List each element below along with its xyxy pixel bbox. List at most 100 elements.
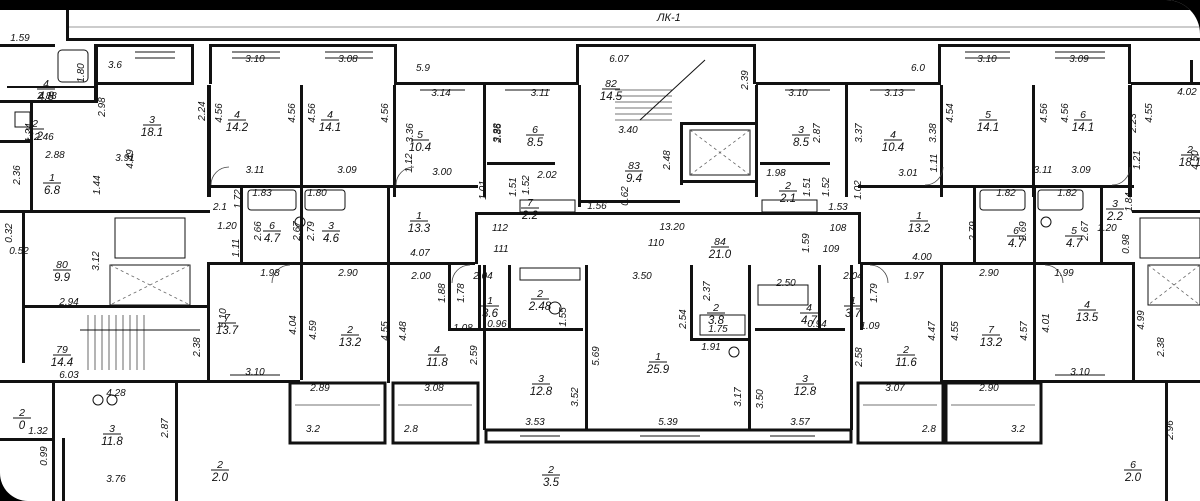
dimension-label: 3.17 [733, 387, 744, 407]
dimension-label: 2.88 [36, 91, 57, 102]
dimension-label: 3.53 [525, 417, 545, 428]
room-area: 13.2 [908, 223, 931, 235]
room-area: 4.7 [1066, 238, 1083, 250]
dimension-label: 3.91 [115, 153, 134, 164]
room-number: 4 [890, 129, 896, 141]
room-number: 2 [902, 344, 909, 356]
dimension-label: 1.20 [1097, 223, 1117, 234]
dimension-label: 4.56 [307, 103, 318, 123]
dimension-label: 3.36 [405, 123, 416, 143]
dimension-label: 1.55 [558, 307, 569, 327]
dimension-label: 2.50 [775, 278, 796, 289]
dimension-label: 0.94 [807, 319, 827, 330]
dimension-label: 3.13 [884, 88, 904, 99]
dimension-label: 4.59 [308, 320, 319, 340]
room-area: 6.8 [44, 185, 61, 197]
dimension-label: 2.67 [292, 221, 303, 242]
dimension-label: 1.53 [828, 202, 848, 213]
room-number: 1 [916, 210, 922, 222]
dimension-label: 4.01 [1041, 313, 1052, 332]
room-area: 14.2 [226, 122, 249, 134]
dimension-label: 1.24 [24, 123, 35, 143]
dimension-label: 2.54 [678, 309, 689, 330]
dimension-label: 3.01 [898, 168, 917, 179]
room-number: 4 [1084, 299, 1090, 311]
dimension-label: 3.10 [977, 54, 997, 65]
stair-left [80, 315, 200, 370]
dimension-label: 1.02 [853, 180, 864, 200]
dimension-label: 0.62 [620, 186, 631, 206]
dimension-label: 1.59 [10, 33, 30, 44]
elevator-left [109, 217, 191, 306]
dimension-label: 3.38 [928, 123, 939, 143]
exterior-walls [0, 10, 1200, 103]
dimension-label: 6.07 [609, 54, 629, 65]
dimension-label: 3.14 [431, 88, 451, 99]
dimension-label: 3.08 [338, 54, 358, 65]
dimension-label: 2.67 [1080, 221, 1091, 242]
room-number: 79 [56, 344, 68, 356]
room-number: 6 [1080, 109, 1086, 121]
room-area: 4.8 [38, 91, 55, 103]
room-area: 10.4 [409, 142, 431, 154]
dimension-label: 1.52 [821, 177, 832, 197]
dimension-label: 2.87 [160, 418, 171, 439]
dimension-label: 4.07 [410, 248, 430, 259]
dimension-label: 2.79 [306, 221, 317, 242]
dimension-label: 2.46 [33, 132, 54, 143]
windows [135, 51, 1105, 437]
dimension-label: 1.75 [708, 324, 728, 335]
room-area: 4.7 [801, 315, 818, 327]
room-number: 7 [224, 312, 231, 324]
dimension-label: 13.20 [659, 222, 684, 233]
dimension-label: 1.97 [904, 271, 924, 282]
dimension-label: 3.6 [108, 60, 122, 71]
dimension-label: 1.12 [404, 153, 415, 173]
dimension-label: 3.00 [432, 167, 452, 178]
dimension-label: 2.39 [740, 70, 751, 91]
room-area: 2.2 [521, 210, 539, 222]
room-area: 13.2 [980, 337, 1003, 349]
room-number: 4 [327, 109, 333, 121]
dimension-label: 3.50 [755, 389, 766, 409]
room-number: 3 [1112, 198, 1118, 210]
dimension-label: 3.09 [1069, 54, 1089, 65]
dimension-label: 112 [492, 223, 508, 234]
dimension-label: 1.91 [701, 342, 720, 353]
dimension-label: 3.52 [570, 387, 581, 407]
room-area: 3.7 [845, 308, 862, 320]
room-number: 5 [417, 129, 423, 141]
room-area: 9.9 [54, 272, 71, 284]
room-number: 2 [31, 118, 38, 130]
dimension-label: 4.47 [927, 321, 938, 341]
dimension-label: 4.28 [106, 388, 126, 399]
dimension-label: 1.51 [802, 177, 813, 196]
dimension-label: 108 [830, 223, 847, 234]
dimension-label: 2.87 [812, 123, 823, 144]
dimension-label: 3.38 [492, 123, 503, 143]
room-area: 14.1 [1072, 122, 1094, 134]
dimension-label: 5.10 [218, 308, 229, 328]
dimension-label: 2.96 [1165, 420, 1176, 441]
room-area: 14.1 [319, 122, 341, 134]
dimension-label: 4.56 [214, 103, 225, 123]
dimension-label: 1.72 [233, 189, 244, 209]
dimension-label: 4.56 [380, 103, 391, 123]
dimension-label: 1.80 [76, 63, 87, 83]
room-number: 7 [988, 324, 995, 336]
dimension-label: 1.82 [996, 188, 1016, 199]
dimension-label: 1.78 [456, 283, 467, 303]
dimension-label: 6.0 [911, 63, 925, 74]
room-number: 1 [416, 210, 422, 222]
room-number: 6 [532, 124, 538, 136]
dimension-label: 4.00 [912, 252, 932, 263]
room-area: 8.5 [527, 137, 544, 149]
dimension-label: 3.37 [854, 123, 865, 143]
room-area: 13.3 [408, 223, 431, 235]
room-area: 11.8 [101, 436, 123, 448]
room-area: 4.6 [323, 233, 340, 245]
room-area: 9.4 [626, 173, 642, 185]
